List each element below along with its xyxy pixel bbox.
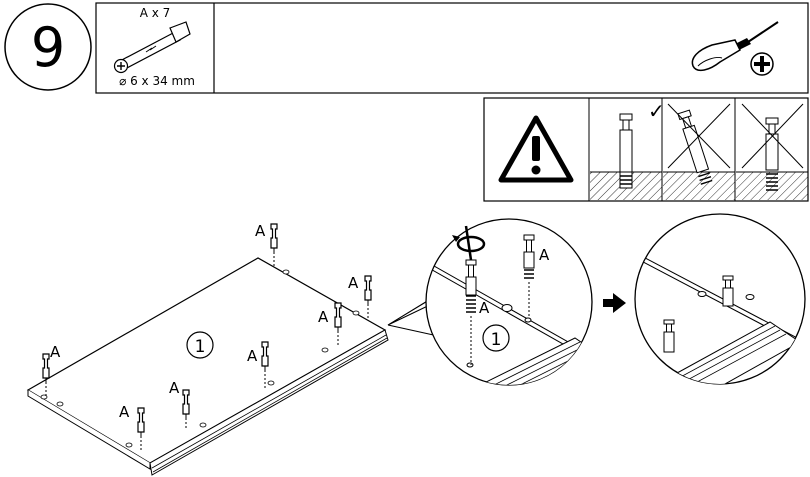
cam-dowel-part-icon <box>113 21 191 74</box>
part-dimension: ⌀ 6 x 34 mm <box>119 74 195 88</box>
part-quantity: A x 7 <box>140 6 171 20</box>
step-circle <box>4 3 92 91</box>
detail-circle-insert: A A 1 <box>387 218 593 386</box>
incorrect-angle-example <box>663 103 735 200</box>
incorrect-depth-example <box>736 103 808 200</box>
correct-depth-example: ✓ <box>590 99 665 200</box>
correct-check-mark: ✓ <box>648 99 665 123</box>
part-label-a: A <box>119 403 130 421</box>
panel-number: 1 <box>491 330 502 350</box>
panel-number: 1 <box>195 337 206 357</box>
part-label-a: A <box>50 343 61 361</box>
result-circle <box>634 213 806 385</box>
dowel-installed <box>663 319 675 353</box>
part-label-a: A <box>539 246 550 264</box>
panel-illustration: A A A A A A A 1 <box>26 222 389 476</box>
part-label-a: A <box>247 347 258 365</box>
part-label-a: A <box>169 379 180 397</box>
dowel-installed <box>722 275 734 307</box>
panel-holes <box>40 269 360 448</box>
step-badge: 9 <box>4 3 92 91</box>
phillips-screwdriver-icon <box>691 21 779 76</box>
step-number: 9 <box>31 16 65 79</box>
rotate-clockwise-icon <box>452 225 486 261</box>
part-label-a: A <box>255 222 266 240</box>
part-label-a: A <box>348 274 359 292</box>
dowel-being-inserted <box>465 259 477 365</box>
parts-box: A x 7 ⌀ 6 x 34 mm <box>95 2 809 94</box>
dowel-installed <box>523 234 535 318</box>
part-label-a: A <box>318 308 329 326</box>
part-label-a: A <box>479 299 490 317</box>
panel-number-circle <box>186 331 214 359</box>
next-arrow-icon <box>603 293 626 313</box>
warning-box: ✓ <box>483 97 809 202</box>
warning-triangle-icon <box>498 115 574 183</box>
panel-number-circle <box>482 324 510 352</box>
dowels <box>42 223 372 450</box>
